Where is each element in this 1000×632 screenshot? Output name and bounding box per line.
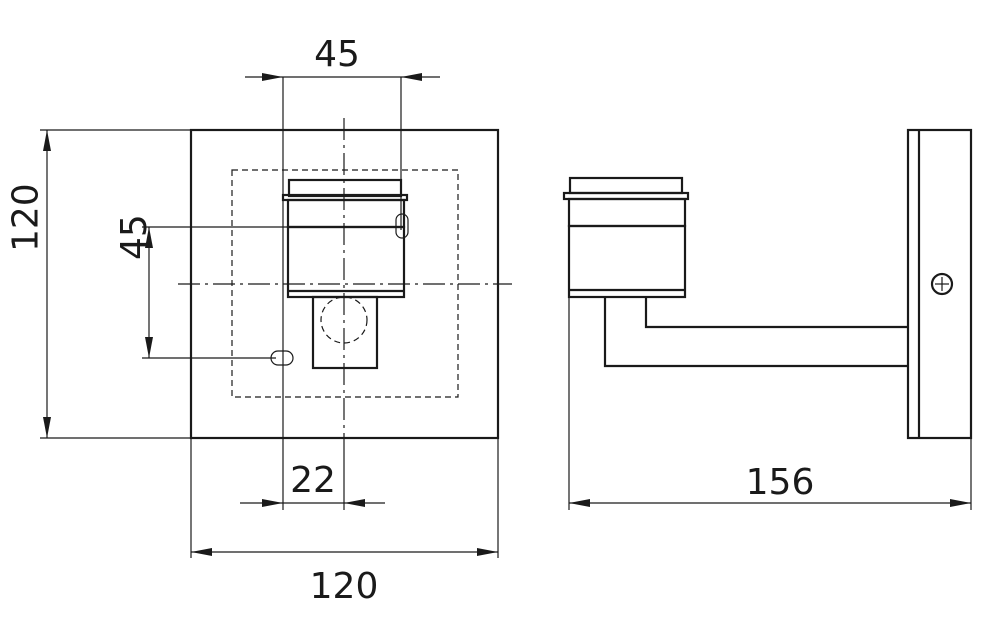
holder-cap [287, 178, 403, 198]
side-holder-upper-body [567, 197, 687, 228]
arm-stub [311, 295, 379, 370]
dimension-top-width: 45 [245, 34, 440, 510]
screw-head-icon [930, 272, 954, 296]
front-view [178, 118, 512, 450]
side-view [562, 128, 973, 440]
dimension-label-left-height: 120 [6, 183, 47, 252]
dimension-base-width: 120 [190, 438, 499, 607]
dimension-label-inner-height: 45 [114, 214, 155, 260]
holder-upper-body [286, 198, 406, 229]
side-holder-cap [568, 176, 684, 195]
dimension-left-height: 120 [6, 129, 191, 439]
dimension-label-top-width: 45 [314, 34, 360, 75]
dimension-offset-bottom: 22 [240, 450, 385, 510]
dimension-inner-height: 45 [114, 214, 398, 359]
slot-upper [395, 213, 409, 239]
side-arm-inner [644, 297, 908, 329]
dimension-projection: 156 [568, 297, 972, 510]
dimension-label-offset-bottom: 22 [290, 460, 336, 501]
holder-lower-body [286, 225, 406, 299]
side-arm [603, 297, 908, 368]
side-holder-lower-body [567, 224, 687, 299]
side-wall-plate [906, 128, 973, 440]
dimension-label-base-width: 120 [310, 566, 379, 607]
dimension-label-projection: 156 [746, 462, 815, 503]
